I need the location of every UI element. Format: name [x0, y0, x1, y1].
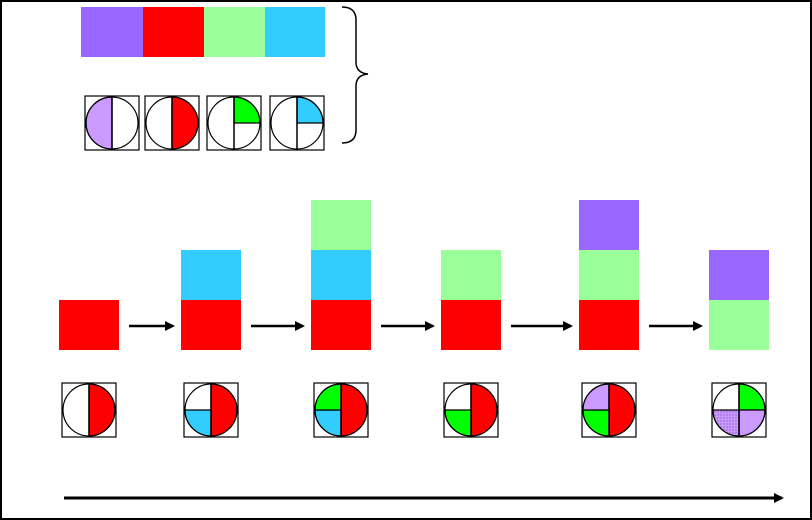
- legend-pie: [145, 96, 199, 150]
- legend-pie: [270, 96, 324, 150]
- stack-block: [441, 250, 501, 300]
- sequence-stack: [579, 200, 639, 350]
- sequence-stacks: [59, 200, 769, 350]
- legend-brace-icon: [342, 7, 368, 143]
- stack-block: [441, 300, 501, 350]
- stack-block: [311, 200, 371, 250]
- sequence-pie: [712, 383, 766, 437]
- sequence-pie: [314, 383, 368, 437]
- legend-swatch: [265, 7, 325, 57]
- legend-pie: [85, 96, 139, 150]
- stack-block: [311, 250, 371, 300]
- sequence-stack: [709, 250, 769, 350]
- sequence-pie: [444, 383, 498, 437]
- sequence-pie: [62, 383, 116, 437]
- legend-swatch-row: [81, 7, 325, 57]
- legend-swatch: [81, 7, 143, 57]
- stack-block: [181, 300, 241, 350]
- stack-block: [579, 250, 639, 300]
- sequence-stack: [181, 250, 241, 350]
- stack-block: [579, 300, 639, 350]
- legend-pie-row: [85, 96, 324, 150]
- stack-block: [709, 300, 769, 350]
- sequence-stack: [59, 300, 119, 350]
- stack-block: [311, 300, 371, 350]
- sequence-stack: [311, 200, 371, 350]
- sequence-pie: [184, 383, 238, 437]
- stack-block: [181, 250, 241, 300]
- stack-block: [709, 250, 769, 300]
- legend-pie: [207, 96, 261, 150]
- legend-swatch: [204, 7, 265, 57]
- sequence-pies: [62, 383, 766, 437]
- sequence-stack: [441, 250, 501, 350]
- stack-block: [579, 200, 639, 250]
- stack-block: [59, 300, 119, 350]
- sequence-pie: [582, 383, 636, 437]
- legend-swatch: [143, 7, 204, 57]
